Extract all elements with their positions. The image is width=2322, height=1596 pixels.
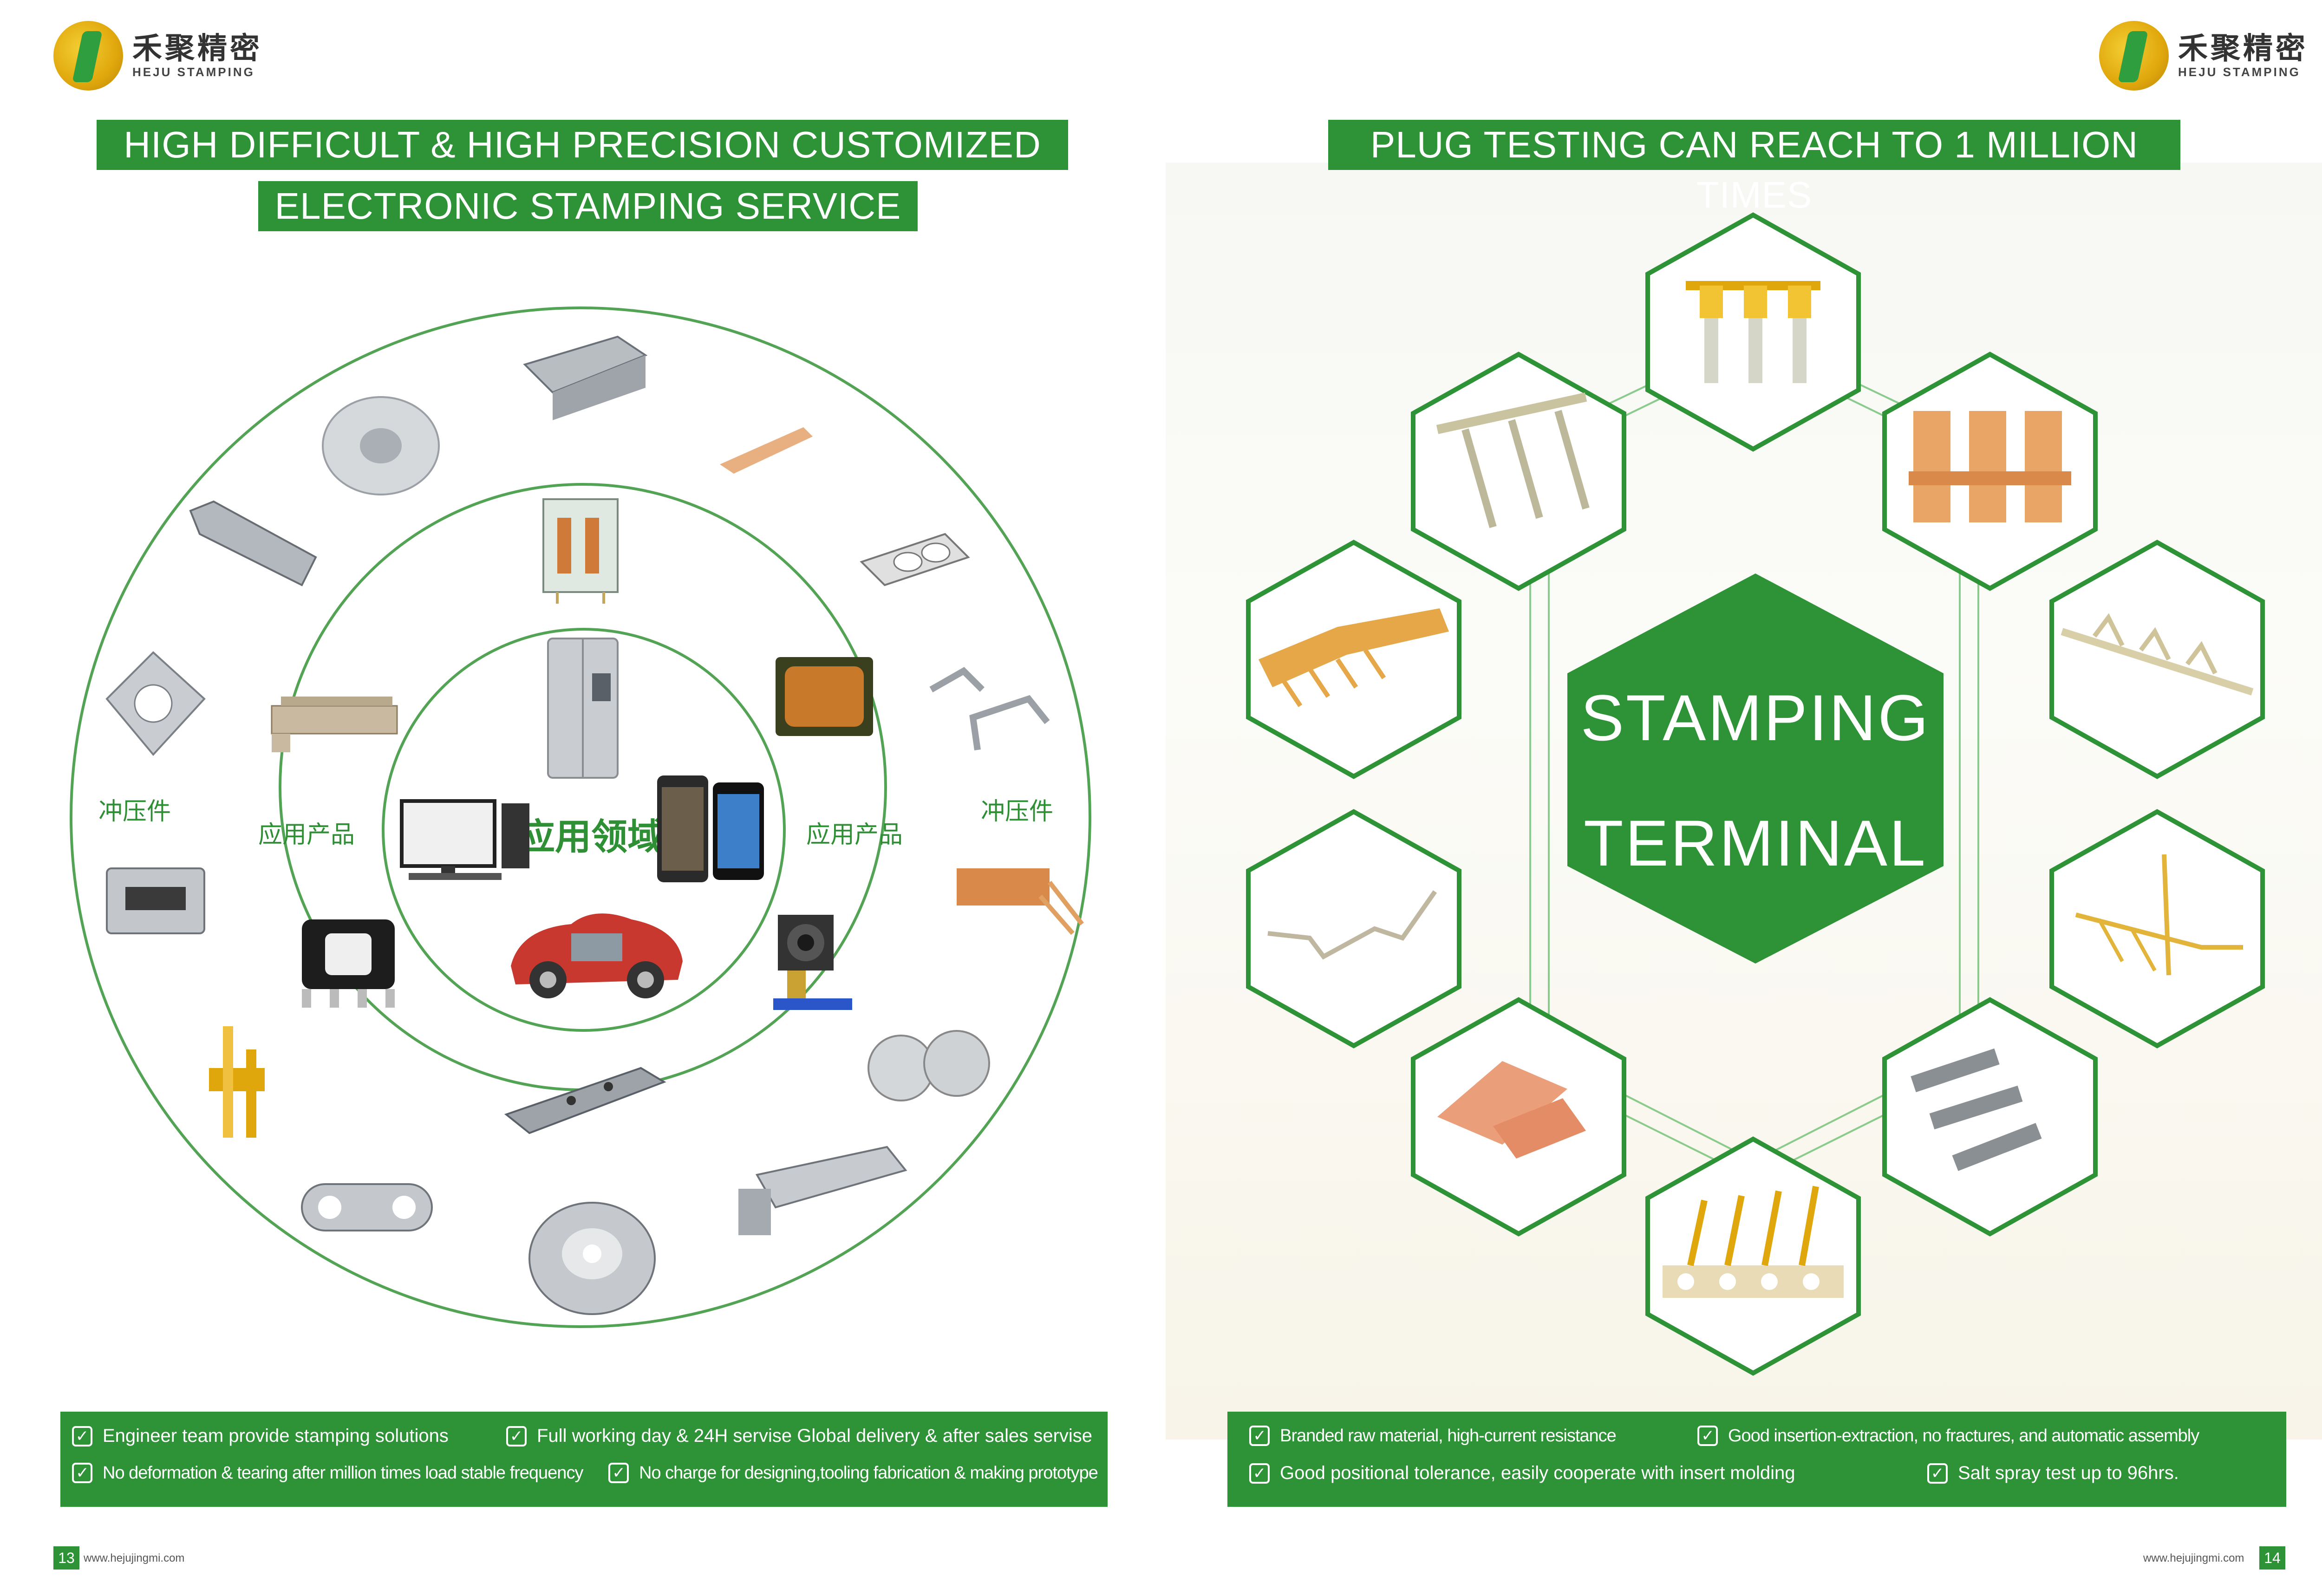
check-icon: ✓	[506, 1426, 527, 1446]
check-icon: ✓	[1697, 1426, 1718, 1446]
check-icon: ✓	[72, 1463, 92, 1483]
check-icon: ✓	[1249, 1426, 1270, 1446]
title-line-2: ELECTRONIC STAMPING SERVICE	[258, 181, 918, 231]
hinge-bracket-image	[738, 1146, 907, 1235]
hex-copper-terminals	[1882, 352, 2098, 591]
right-feature-1: ✓ Branded raw material, high-current res…	[1249, 1426, 1617, 1446]
check-icon: ✓	[1927, 1463, 1948, 1484]
left-feature-1: ✓ Engineer team provide stamping solutio…	[72, 1426, 449, 1446]
right-feature-3-text: Good positional tolerance, easily cooper…	[1280, 1463, 1795, 1483]
hex-wire-spring	[1246, 809, 1461, 1049]
computer-image	[400, 799, 529, 880]
right-feature-2-text: Good insertion-extraction, no fractures,…	[1728, 1426, 2199, 1446]
center-title-line1: STAMPING	[1580, 681, 1931, 754]
connector-header-image	[271, 697, 398, 752]
center-label: 应用领域	[518, 816, 664, 857]
left-page: 禾聚精密 HEJU STAMPING HIGH DIFFICULT & HIGH…	[0, 0, 1161, 1596]
right-feature-3: ✓ Good positional tolerance, easily coop…	[1249, 1463, 1795, 1484]
url-right[interactable]: www.hejujingmi.com	[2143, 1552, 2244, 1564]
brand-logo: 禾聚精密 HEJU STAMPING	[53, 21, 262, 91]
right-feature-2: ✓ Good insertion-extraction, no fracture…	[1697, 1426, 2199, 1446]
check-icon: ✓	[1249, 1463, 1270, 1484]
center-hexagon	[1567, 573, 1944, 964]
left-feature-bar	[60, 1412, 1108, 1507]
hex-gold-leadframe	[1246, 540, 1461, 779]
brand-name-cn: 禾聚精密	[2178, 31, 2308, 66]
outer-circle	[70, 306, 1091, 1328]
copper-contact-image	[957, 868, 1084, 935]
spade-terminal-image	[189, 500, 317, 586]
hex-gold-carrier-strip	[1645, 1136, 1861, 1376]
shield-can-image	[860, 533, 970, 586]
round-cap-image	[322, 396, 440, 495]
metal-bracket-image	[523, 335, 648, 420]
check-icon: ✓	[72, 1426, 92, 1446]
heju-logo-icon	[53, 21, 123, 91]
inner-circle	[382, 628, 786, 1032]
heju-logo-icon	[2099, 21, 2169, 91]
title-line-1: HIGH DIFFICULT & HIGH PRECISION CUSTOMIZ…	[97, 120, 1068, 170]
hex-silver-strip	[2049, 540, 2265, 779]
right-feature-4: ✓ Salt spray test up to 96hrs.	[1927, 1463, 2179, 1484]
left-feature-4-text: No charge for designing,tooling fabricat…	[639, 1463, 1098, 1483]
refrigerator-image	[547, 638, 619, 779]
left-feature-2: ✓ Full working day & 24H servise Global …	[506, 1426, 1092, 1446]
copper-clip-image	[720, 427, 813, 474]
center-title-line2: TERMINAL	[1584, 807, 1927, 879]
copper-shield-image	[776, 657, 873, 736]
left-feature-1-text: Engineer team provide stamping solutions	[103, 1426, 449, 1446]
right-title: PLUG TESTING CAN REACH TO 1 MILLION TIME…	[1328, 120, 2180, 215]
ring-label-products-right: 应用产品	[806, 821, 903, 848]
hex-crimp-terminals	[1882, 997, 2098, 1237]
hex-gold-pins	[1645, 212, 1861, 452]
right-feature-bar	[1227, 1412, 2286, 1507]
page-number-right: 14	[2259, 1546, 2285, 1570]
url-left[interactable]: www.hejujingmi.com	[84, 1552, 185, 1564]
square-flange-image	[105, 651, 206, 756]
page-number-left: 13	[53, 1546, 79, 1570]
pressure-sensor-image	[302, 919, 395, 1008]
hex-silver-pins	[1411, 352, 1626, 591]
ring-label-stamping-right: 冲压件	[980, 798, 1053, 825]
usb-socket-image	[106, 867, 205, 934]
brand-name-en: HEJU STAMPING	[2178, 65, 2301, 79]
hex-gold-spring-contact	[2049, 809, 2265, 1049]
brand-name-en: HEJU STAMPING	[132, 65, 255, 79]
spring-clips-image	[929, 667, 1050, 750]
left-feature-3: ✓ No deformation & tearing after million…	[72, 1463, 583, 1483]
brand-name-cn: 禾聚精密	[132, 31, 262, 66]
mesh-caps-image	[867, 1030, 990, 1101]
ring-label-products-left: 应用产品	[258, 821, 355, 848]
round-cup-image	[528, 1202, 656, 1315]
check-icon: ✓	[608, 1463, 629, 1483]
brand-logo: 禾聚精密 HEJU STAMPING	[2099, 21, 2308, 91]
right-page: 禾聚精密 HEJU STAMPING PLUG TESTING CAN REAC…	[1166, 0, 2322, 1596]
oval-link-image	[301, 1183, 433, 1231]
relay-image	[542, 498, 619, 604]
hex-copper-plates	[1411, 997, 1626, 1237]
gold-pin-terminal-image	[209, 1026, 265, 1138]
left-feature-3-text: No deformation & tearing after million t…	[103, 1463, 583, 1483]
left-feature-2-text: Full working day & 24H servise Global de…	[537, 1426, 1093, 1446]
camera-module-image	[773, 915, 852, 1010]
right-feature-1-text: Branded raw material, high-current resis…	[1280, 1426, 1617, 1446]
right-feature-4-text: Salt spray test up to 96hrs.	[1958, 1463, 2179, 1483]
left-feature-4: ✓ No charge for designing,tooling fabric…	[608, 1463, 1098, 1483]
ring-label-stamping-left: 冲压件	[98, 798, 171, 825]
car-chassis-image	[511, 913, 683, 998]
smartphone-image	[657, 775, 764, 882]
metal-plate-image	[504, 1067, 666, 1134]
